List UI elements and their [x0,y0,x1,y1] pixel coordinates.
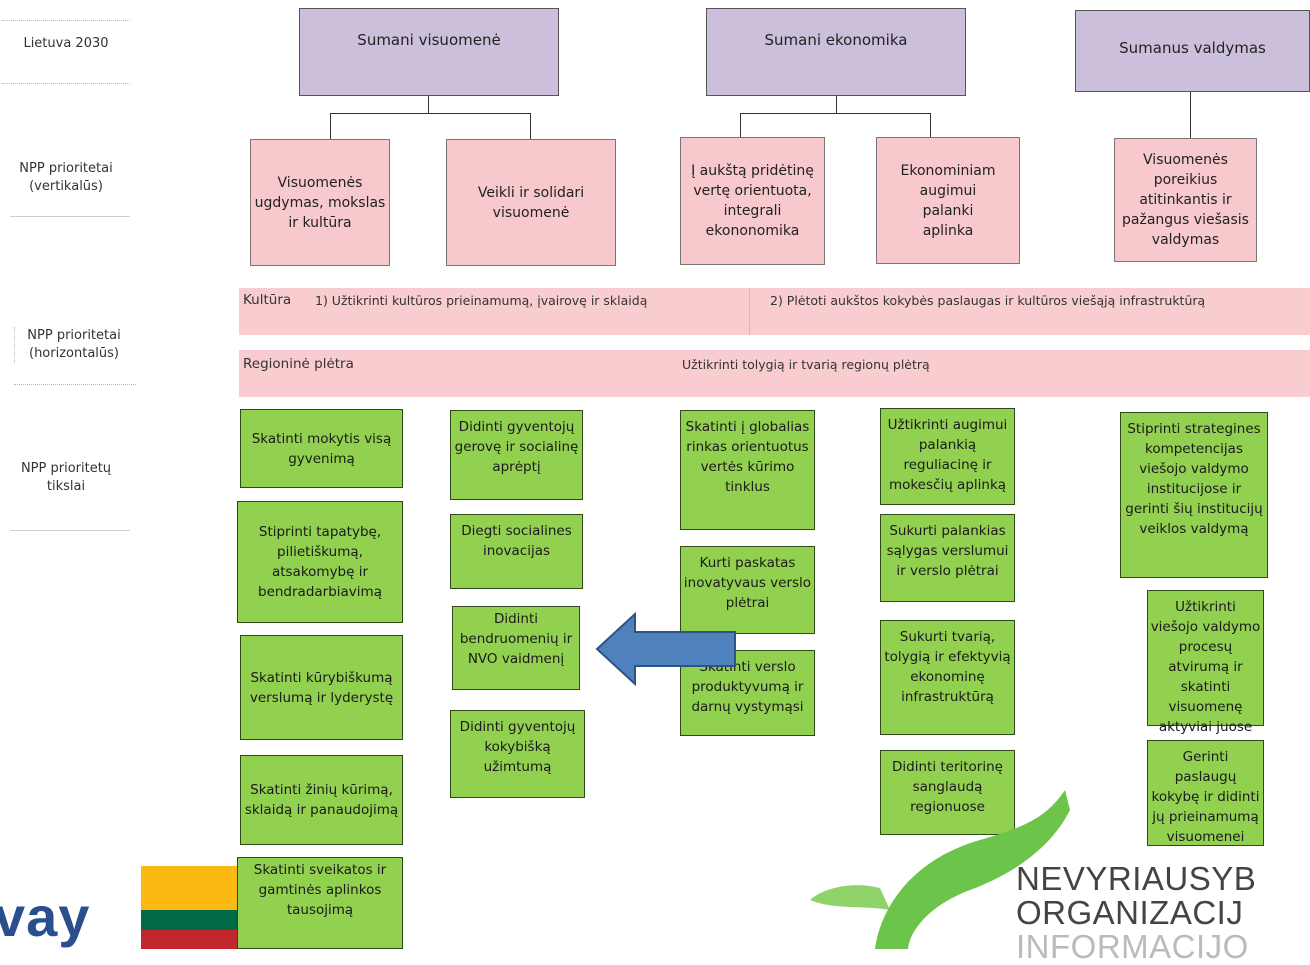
ngo-logo-leaf-icon [810,790,1070,949]
divider [10,216,130,217]
connector [930,113,931,137]
norway-logo-fragment: vay [0,885,91,948]
band-regional-goal: Užtikrinti tolygią ir tvarią regionų plė… [682,357,930,372]
goal-palankios-salygos: Sukurti palankias sąlygas verslumui ir v… [880,514,1015,602]
divider [14,384,136,385]
goal-sveikatos-tausojimas: Skatinti sveikatos ir gamtinės aplinkos … [237,857,403,949]
priority-veikli-visuomene: Veikli ir solidari visuomenė [446,139,616,266]
divider [2,20,130,21]
band-kultura-goal-1: 1) Užtikrinti kultūros prieinamumą, įvai… [315,293,648,308]
connector [1190,92,1191,138]
priority-integrali-ekonomika: Į aukštą pridėtinę vertę orientuota, int… [680,137,825,265]
goal-viesojo-valdymo-atvirumas: Užtikrinti viešojo valdymo procesų atvir… [1147,590,1264,755]
connector [530,113,531,139]
priority-ekonominiam-augimui: Ekonominiam augimui palanki aplinka [876,137,1020,264]
goal-kurybiskumas-verslumas: Skatinti kūrybiškumą verslumą ir lyderys… [240,635,403,740]
priority-visuomenes-ugdymas: Visuomenės ugdymas, mokslas ir kultūra [250,139,390,266]
divider [2,83,130,84]
goal-globalios-rinkos: Skatinti į globalias rinkas orientuotus … [680,410,815,530]
priority-viesasis-valdymas: Visuomenės poreikius atitinkantis ir paž… [1114,138,1257,262]
connector [740,113,931,114]
connector [836,96,837,114]
goal-gyventoju-gerove: Didinti gyventojų gerovę ir socialinę ap… [450,410,583,500]
divider [749,288,750,335]
band-kultura-goal-2: 2) Plėtoti aukštos kokybės paslaugas ir … [770,293,1206,308]
goal-verslo-produktyvumas: Skatinti verslo produktyvumą ir darnų vy… [680,650,815,736]
band-kultura-label: Kultūra [243,292,292,308]
label-vertical-priorities: NPP prioritetai(vertikalūs) [19,161,113,194]
goal-reguliacine-aplinka: Užtikrinti augimui palankią reguliacinę … [880,408,1015,505]
left-arrow-icon [595,611,736,687]
goal-paslaugu-kokybe: Gerinti paslaugų kokybę ir didinti jų pr… [1147,740,1264,846]
goal-kokybiskas-uzimtumas: Didinti gyventojų kokybišką užimtumą [450,710,585,798]
divider [10,530,130,531]
goal-mokytis-visa-gyvenima: Skatinti mokytis visą gyvenimą [240,409,403,488]
band-regionine-pletra: Regioninė plėtra Užtikrinti tolygią ir t… [239,350,1310,397]
top-box-sumani-visuomene: Sumani visuomenė [299,8,559,96]
connector [428,96,429,114]
band-regional-label: Regioninė plėtra [243,356,354,372]
goal-ziniu-kurimas: Skatinti žinių kūrimą, sklaidą ir panaud… [240,755,403,845]
label-horizontal-priorities: NPP prioritetai(horizontalūs) [14,327,133,363]
goal-socialines-inovacijas: Diegti socialines inovacijas [450,514,583,589]
goal-strategines-kompetencijas: Stiprinti strategines kompetencijas vieš… [1120,412,1268,578]
top-box-sumanus-valdymas: Sumanus valdymas [1075,10,1310,92]
goal-teritorine-sanglauda: Didinti teritorinę sanglaudą regionuose [880,750,1015,835]
goal-nvo-vaidmuo: Didinti bendruomenių ir NVO vaidmenį [452,606,580,690]
goal-inovatyvus-verslas: Kurti paskatas inovatyvaus verslo plėtra… [680,546,815,634]
lithuanian-flag [141,866,237,949]
connector [740,113,741,137]
goal-ekonomine-infrastruktura: Sukurti tvarią, tolygią ir efektyvią eko… [880,620,1015,735]
top-box-sumani-ekonomika: Sumani ekonomika [706,8,966,96]
label-lietuva-2030: Lietuva 2030 [23,36,109,51]
goal-tapatybe-pilietiskumas: Stiprinti tapatybę, pilietiškumą, atsako… [237,501,403,623]
band-kultura: Kultūra 1) Užtikrinti kultūros prieinamu… [239,288,1310,335]
connector [330,113,531,114]
connector [330,113,331,139]
